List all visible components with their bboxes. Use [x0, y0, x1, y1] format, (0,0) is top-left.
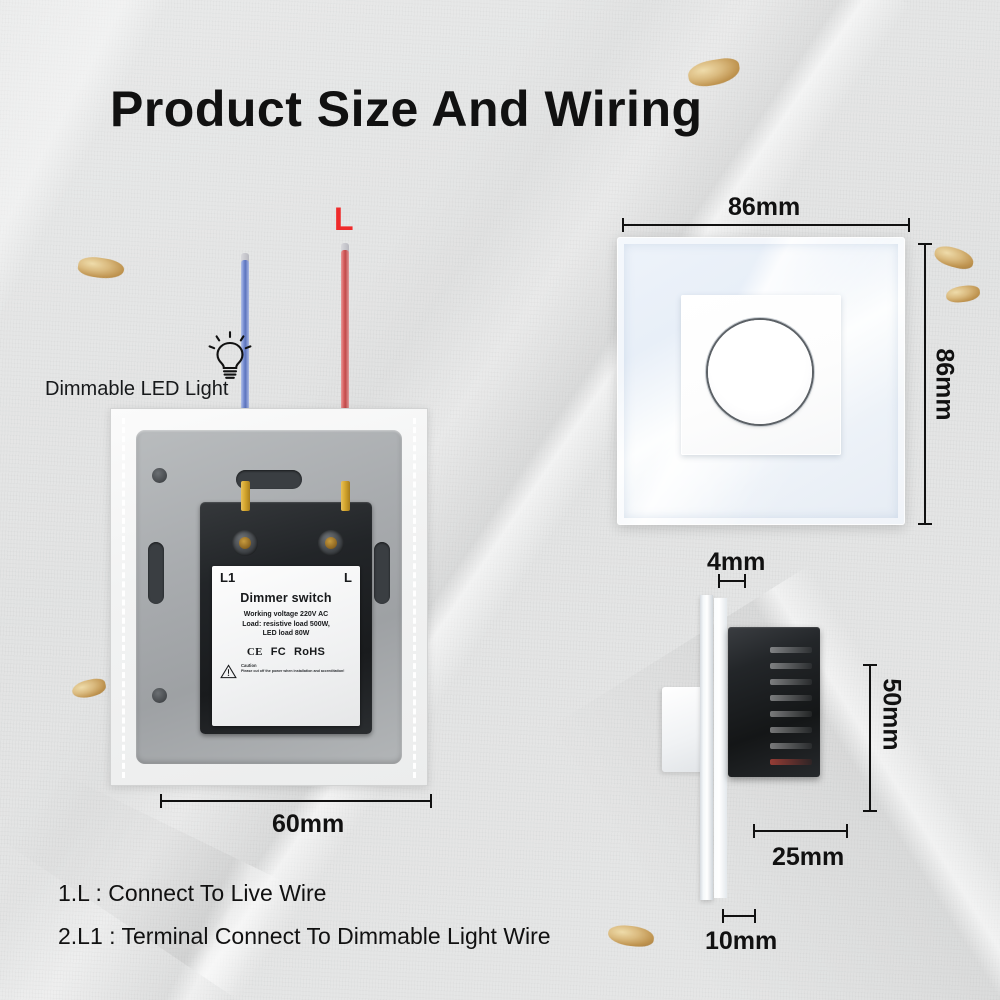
label-product-title: Dimmer switch — [240, 591, 332, 605]
dimension-label-10mm: 10mm — [705, 927, 778, 955]
dimension-label-height-86mm: 86mm — [930, 348, 959, 421]
live-wire-letter: L — [334, 201, 354, 237]
label-spec-load: Load: resistive load 500W, — [242, 621, 330, 629]
label-terminal-l: L — [344, 570, 352, 585]
black-switch-module: L1 L Dimmer switch Working voltage 220V … — [200, 502, 372, 734]
side-slot-right — [374, 542, 390, 604]
mounting-slot-top — [236, 470, 302, 489]
glass-faceplate — [617, 237, 905, 525]
terminal-sleeve-l — [341, 481, 350, 511]
side-vent-slot — [770, 679, 812, 685]
touch-key-surface[interactable] — [681, 295, 841, 455]
backplate-dashed-guide — [122, 418, 416, 778]
label-terminal-row: L1 L — [220, 571, 352, 584]
dimension-label-25mm: 25mm — [772, 843, 845, 871]
bulb-label: Dimmable LED Light — [45, 378, 229, 400]
ce-mark-icon: CE — [246, 645, 263, 658]
fc-mark-icon: FC — [270, 645, 286, 658]
caution-heading: Caution — [241, 662, 257, 668]
side-profile-view — [662, 595, 890, 905]
wiring-note-1: 1.L : Connect To Live Wire — [58, 880, 327, 906]
label-spec-voltage: Working voltage 220V AC — [243, 611, 329, 618]
gold-fleck-left-lower — [70, 676, 108, 701]
label-certification-row: CE FC RoHS — [220, 646, 352, 658]
glass-bevel-edge — [617, 237, 905, 525]
page-title: Product Size And Wiring — [110, 81, 703, 137]
glass-edge-front — [700, 595, 713, 900]
screw-hole-bottom-left — [152, 688, 167, 703]
terminal-sleeve-l1 — [241, 481, 250, 511]
warning-triangle-icon — [220, 664, 237, 684]
dimension-line-10mm — [722, 909, 756, 923]
side-vent-slot — [770, 663, 812, 669]
label-spec-led-load: LED load 80W — [262, 630, 310, 638]
gold-fleck-top-right — [932, 243, 976, 272]
dimension-label-60mm: 60mm — [272, 810, 345, 838]
gold-fleck-left-upper — [76, 254, 126, 282]
side-vent-slot — [770, 647, 812, 653]
dimmer-dial-icon[interactable] — [708, 320, 812, 424]
lightbulb-icon — [208, 330, 252, 382]
side-vent-slot — [770, 695, 812, 701]
label-caution-text: Caution Please cut off the power when in… — [241, 663, 344, 674]
terminal-l1 — [232, 530, 258, 556]
dimension-label-width-86mm: 86mm — [728, 193, 801, 221]
grey-module-housing: CE RoHS L1 — [136, 430, 402, 764]
dimension-label-4mm: 4mm — [707, 548, 766, 576]
dimension-line-height-86mm — [918, 243, 932, 525]
gold-fleck-right-upper — [945, 284, 981, 304]
neutral-wire — [241, 260, 249, 508]
side-vent-slot — [770, 727, 812, 733]
rohs-mark-icon: RoHS — [294, 645, 326, 658]
dimension-line-width-86mm — [622, 218, 910, 232]
module-spec-label: L1 L Dimmer switch Working voltage 220V … — [212, 566, 360, 726]
gold-fleck-bottom-right — [607, 923, 655, 949]
screw-hole-top-left — [152, 468, 167, 483]
front-glass-panel — [617, 237, 905, 525]
side-module-body — [728, 627, 820, 777]
rear-module-wiring-view: CE RoHS L1 — [110, 408, 428, 786]
wiring-note-2: 2.L1 : Terminal Connect To Dimmable Ligh… — [58, 923, 551, 949]
caution-body: Please cut off the power when installati… — [241, 668, 345, 673]
dimension-line-50mm — [863, 664, 877, 812]
dimension-line-25mm — [753, 824, 848, 838]
dimension-line-60mm — [160, 794, 432, 808]
side-vent-slot — [770, 759, 812, 765]
label-terminal-l1: L1 — [220, 570, 236, 585]
terminal-l — [318, 530, 344, 556]
side-slot-left — [148, 542, 164, 604]
side-vent-slot — [770, 743, 812, 749]
live-wire — [341, 250, 349, 508]
glass-edge-back — [714, 598, 727, 898]
dimension-line-4mm — [718, 574, 746, 588]
label-caution-block: Caution Please cut off the power when in… — [220, 663, 352, 684]
side-vent-slot — [770, 711, 812, 717]
rear-mounting-nub — [662, 687, 704, 772]
